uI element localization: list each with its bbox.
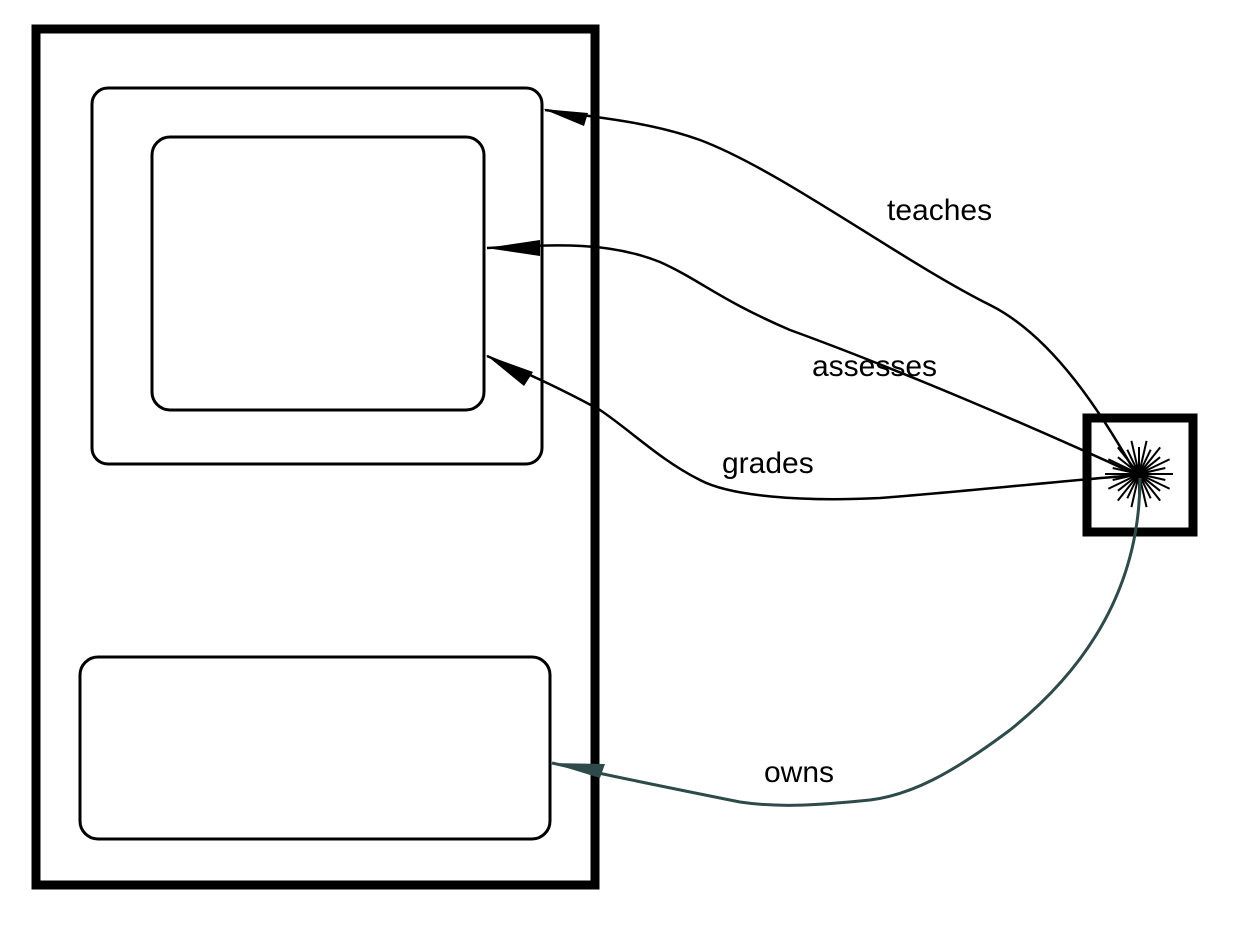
starburst-ray <box>1142 474 1171 490</box>
edge-assesses <box>486 244 1138 477</box>
arrowhead-teaches <box>543 109 588 126</box>
edge-owns <box>551 477 1142 807</box>
starburst-ray <box>1117 476 1138 502</box>
starburst-ray <box>1126 449 1139 471</box>
starburst-ray <box>1141 475 1161 492</box>
label-grades: grades <box>722 447 814 480</box>
label-owns: owns <box>764 756 834 789</box>
starburst-ray <box>1126 477 1139 499</box>
edge-teaches <box>544 108 1139 476</box>
starburst-ray <box>1130 477 1140 508</box>
starburst-ray <box>1142 473 1166 481</box>
label-assesses: assesses <box>812 350 937 383</box>
starburst-ray <box>1139 477 1152 499</box>
arrowhead-assesses <box>486 240 540 256</box>
inner-box <box>150 135 486 412</box>
label-teaches: teaches <box>887 194 992 227</box>
starburst-ray <box>1141 456 1161 473</box>
starburst-ray <box>1139 449 1152 471</box>
starburst-icon <box>1105 440 1173 508</box>
starburst-ray <box>1142 458 1171 474</box>
starburst-ray <box>1117 475 1137 492</box>
starburst-ray <box>1107 458 1136 474</box>
starburst-ray <box>1107 474 1136 490</box>
starburst-ray <box>1130 440 1140 471</box>
edge-grades <box>486 354 1138 501</box>
starburst-ray <box>1138 440 1148 471</box>
arrowhead-grades <box>486 355 533 386</box>
starburst-ray <box>1142 467 1166 475</box>
starburst-ray <box>1140 476 1161 502</box>
arrowhead-owns <box>551 763 605 778</box>
starburst-ray <box>1140 446 1161 472</box>
lower-box <box>78 655 552 841</box>
